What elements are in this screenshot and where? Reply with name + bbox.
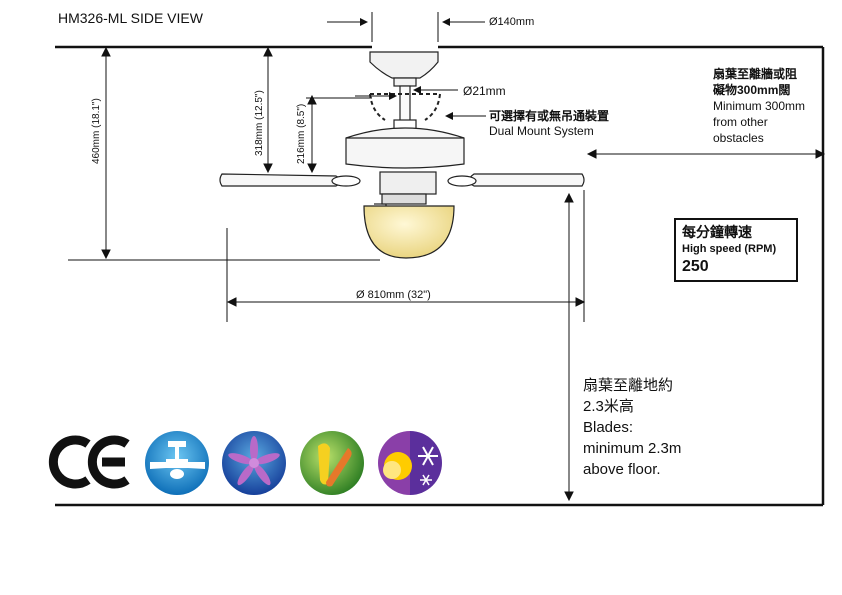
height-dimensions (68, 46, 380, 261)
blade-fan-icon (222, 431, 286, 495)
frame-lines (55, 45, 825, 507)
speed-value: 250 (682, 258, 709, 275)
total-height-label: 460mm (18.1") (91, 98, 102, 164)
two-blades-icon (300, 431, 364, 495)
obstacle-line3: Minimum 300mm (713, 99, 806, 113)
fan-diameter-dimension (226, 190, 586, 322)
obstacle-line5: obstacles (713, 131, 764, 145)
floor-line3: Blades: (583, 419, 634, 436)
obstacle-line4: from other (713, 115, 768, 129)
floor-note: 扇葉至離地約 2.3米高 Blades: minimum 2.3m above … (583, 375, 681, 480)
fan-drawing (219, 51, 585, 259)
height-216-label: 216mm (8.5") (296, 103, 307, 164)
obstacle-line2: 礙物300mm闊 (713, 83, 791, 97)
floor-line5: above floor. (583, 461, 661, 478)
canopy-dimension (327, 12, 485, 42)
floor-line2: 2.3米高 (583, 398, 634, 415)
floor-dimension (564, 192, 574, 502)
page-title: HM326-ML SIDE VIEW (58, 10, 203, 26)
fan-diameter-label: Ø 810mm (32") (356, 289, 431, 301)
sun-snow-icon (378, 431, 442, 495)
speed-label-en: High speed (RPM) (682, 243, 777, 255)
ceiling-fan-icon (145, 431, 209, 495)
obstacle-dimension (586, 149, 826, 159)
rod-dimension (355, 86, 458, 100)
speed-label-cn: 每分鐘轉速 (682, 224, 752, 240)
ce-mark-icon (48, 435, 130, 489)
floor-line4: minimum 2.3m (583, 440, 682, 457)
obstacle-line1: 扇葉至離牆或阻 (713, 67, 798, 81)
floor-line1: 扇葉至離地約 (583, 377, 674, 394)
rod-diameter-label: Ø21mm (463, 84, 506, 98)
speed-box: 每分鐘轉速 High speed (RPM) 250 (674, 218, 798, 282)
height-318-label: 318mm (12.5") (254, 90, 265, 156)
canopy-diameter-label: Ø140mm (489, 16, 535, 28)
dual-mount-label-en: Dual Mount System (489, 124, 594, 138)
obstacle-note: 扇葉至離牆或阻 礙物300mm闊 Minimum 300mm from othe… (713, 66, 805, 146)
dual-mount-label-cn: 可選擇有或無吊通裝置 (489, 109, 610, 123)
